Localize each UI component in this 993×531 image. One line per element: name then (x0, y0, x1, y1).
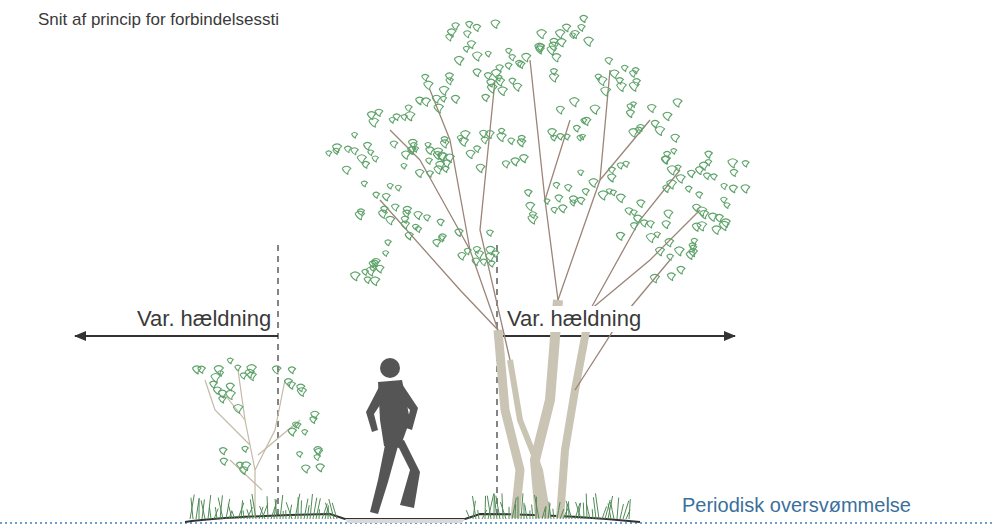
edge-marker (496, 245, 497, 515)
flood-label: Periodisk oversvømmelse (680, 494, 913, 517)
foliage (192, 15, 749, 475)
slope-label: Var. hældning (505, 306, 643, 332)
edge-marker (277, 245, 278, 515)
shrub (205, 370, 300, 518)
slope-label: Var. hældning (137, 306, 271, 332)
path-surface (345, 519, 465, 523)
section-title: Snit af princip for forbindelsessti (38, 10, 279, 30)
tree (380, 60, 700, 518)
runner-figure (366, 358, 420, 514)
slope-arrow (75, 335, 278, 337)
slope-arrow (497, 335, 735, 337)
flood-line (0, 522, 993, 524)
